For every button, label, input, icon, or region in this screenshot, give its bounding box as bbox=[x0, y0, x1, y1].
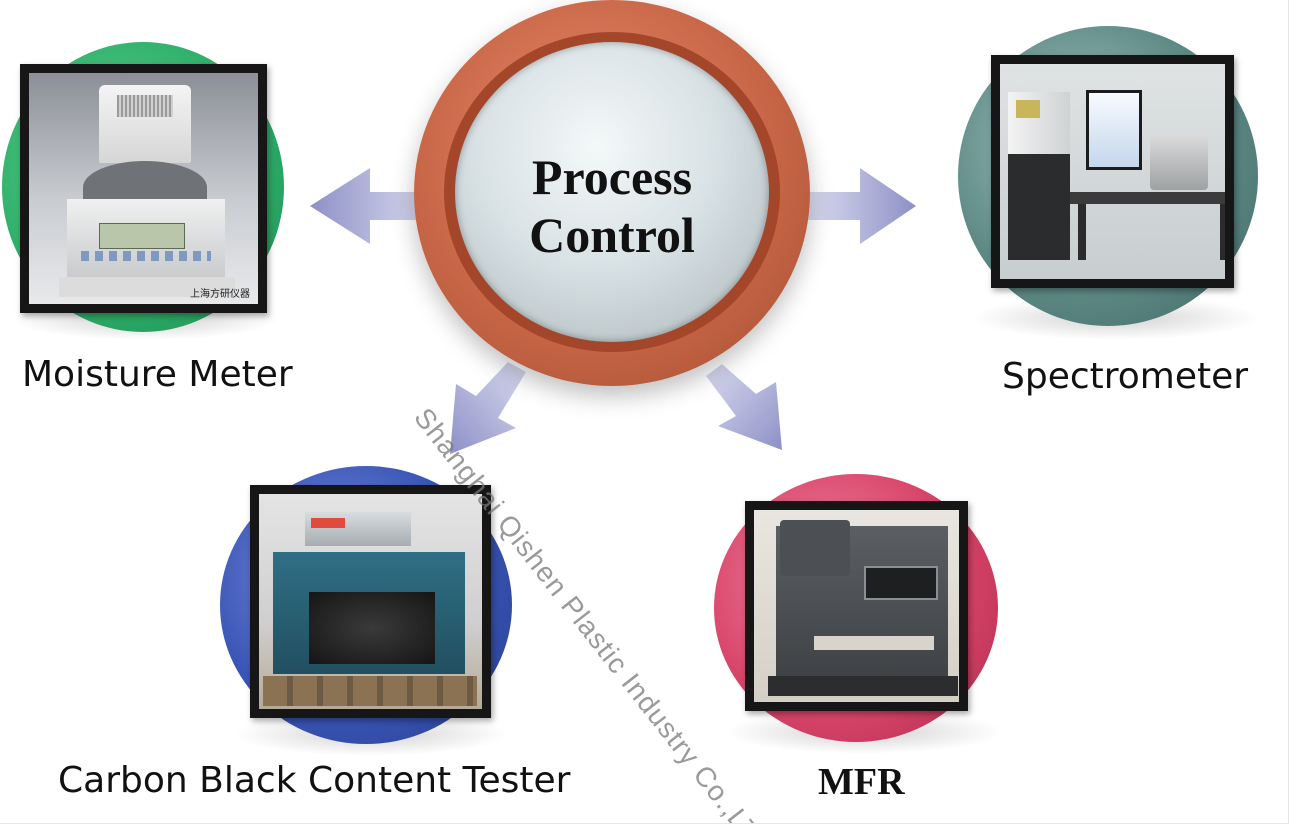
carbon-black-photo bbox=[250, 485, 491, 718]
center-title-line2: Control bbox=[529, 207, 695, 263]
moisture-meter-display bbox=[99, 223, 185, 249]
mfr-machine-display bbox=[864, 566, 938, 600]
carbon-black-controller-display bbox=[311, 518, 345, 528]
process-control-ring: Process Control bbox=[444, 32, 780, 352]
moisture-meter-photo: 上海方研仪器 bbox=[20, 64, 267, 313]
arrow-right-icon bbox=[808, 168, 916, 244]
spectrometer-desk-legs bbox=[1078, 204, 1225, 260]
mfr-machine-head bbox=[780, 520, 850, 576]
carbon-black-controller bbox=[305, 512, 411, 546]
center-title-line1: Process bbox=[531, 149, 693, 205]
spectrometer-label: Spectrometer bbox=[1002, 356, 1249, 397]
moisture-meter-keys bbox=[81, 251, 211, 261]
spectrometer-cabinet-slot bbox=[1008, 154, 1070, 260]
arrow-down-right-icon bbox=[706, 364, 782, 450]
carbon-black-label: Carbon Black Content Tester bbox=[58, 760, 571, 801]
moisture-meter-base bbox=[59, 277, 235, 297]
carbon-black-pallet bbox=[263, 676, 477, 706]
mfr-photo bbox=[745, 501, 968, 711]
spectrometer-desk bbox=[1070, 192, 1225, 204]
moisture-meter-photo-caption: 上海方研仪器 bbox=[190, 289, 250, 300]
spectrometer-photo bbox=[991, 55, 1234, 288]
moisture-meter-label: Moisture Meter bbox=[22, 354, 293, 395]
spectrometer-printer bbox=[1150, 134, 1208, 190]
mfr-machine-base bbox=[768, 676, 958, 696]
arrow-left-icon bbox=[310, 168, 430, 244]
moisture-meter-vent bbox=[117, 95, 173, 117]
arrow-down-left-icon bbox=[450, 362, 526, 454]
process-control-hub: Process Control bbox=[414, 0, 810, 386]
process-control-face: Process Control bbox=[455, 42, 769, 342]
spectrometer-monitor bbox=[1086, 90, 1142, 170]
mfr-machine-label-plate bbox=[814, 636, 934, 650]
carbon-black-furnace-door bbox=[309, 592, 435, 664]
moisture-meter-chamber bbox=[83, 161, 207, 205]
mfr-label: MFR bbox=[818, 761, 905, 803]
spectrometer-cabinet-panel bbox=[1016, 100, 1040, 118]
